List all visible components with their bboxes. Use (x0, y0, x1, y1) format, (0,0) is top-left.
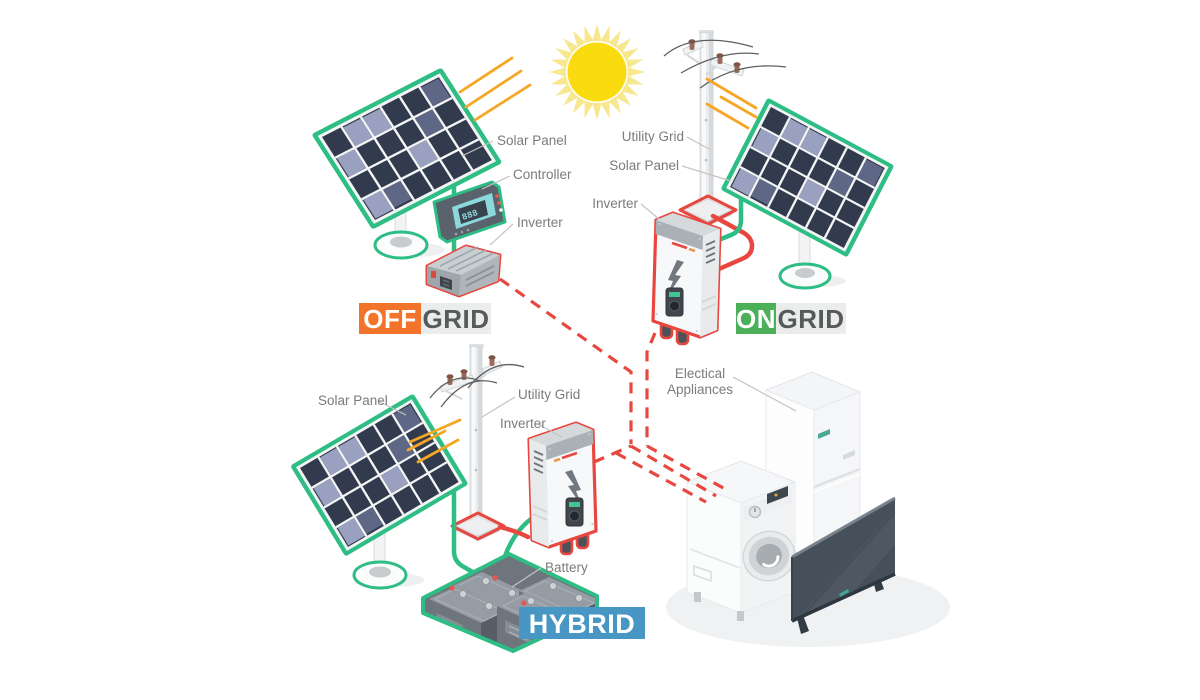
offgrid-badge-right-text: GRID (423, 304, 490, 334)
electrical-appliances (685, 371, 896, 634)
offgrid-controller-label: Controller (513, 167, 572, 182)
hybrid-pole-base (450, 511, 506, 541)
ongrid-inverter (651, 211, 722, 346)
hybrid-badge: HYBRID (519, 607, 645, 639)
ongrid-utility-grid-label: Utility Grid (622, 129, 684, 144)
ongrid-inverter-label: Inverter (592, 196, 638, 211)
offgrid-inverter (425, 244, 502, 298)
ongrid-sun-rays (705, 77, 758, 130)
ongrid-panel-stand (778, 225, 832, 290)
appliances-label-line1: Electical (675, 366, 725, 381)
appliances-label-line2: Appliances (667, 382, 733, 397)
offgrid-sun-rays (458, 56, 532, 122)
controller-display: 888 (461, 208, 480, 223)
washing-machine-icon (685, 460, 797, 621)
ongrid-badge-right-text: GRID (778, 304, 845, 334)
hybrid-battery-label: Battery (545, 560, 588, 575)
ongrid-badge-left-text: ON (736, 304, 776, 334)
hybrid-panel-wire (451, 484, 479, 577)
hybrid-badge-text: HYBRID (529, 609, 636, 639)
offgrid-badge-left-box (359, 303, 421, 334)
hybrid-inverter (527, 421, 598, 556)
hybrid-panel-stand (352, 523, 408, 590)
power-flow-dashed-lines (499, 277, 728, 504)
ongrid-solar-panel-label: Solar Panel (609, 158, 679, 173)
offgrid-inverter-label: Inverter (517, 215, 563, 230)
sun-icon (549, 24, 645, 120)
hybrid-grid-wire (497, 524, 531, 540)
refrigerator-icon (764, 371, 862, 562)
offgrid-controller: 888 (432, 180, 507, 244)
ongrid-badge-left-box (736, 303, 776, 334)
ongrid-grid-wire (710, 213, 755, 272)
ongrid-system (651, 30, 896, 346)
tv-icon (791, 496, 896, 634)
offgrid-badge-left-text: OFF (363, 304, 417, 334)
offgrid-badge-right-box (421, 303, 491, 334)
hybrid-solar-panel-label: Solar Panel (318, 393, 388, 408)
offgrid-system: 888 (310, 56, 532, 298)
hybrid-badge-box (519, 607, 645, 639)
offgrid-panel-stand (373, 195, 429, 260)
hybrid-utility-pole (429, 344, 525, 541)
offgrid-solar-panel-label: Solar Panel (497, 133, 567, 148)
component-labels: Solar Panel Controller Inverter Utility … (318, 129, 797, 588)
hybrid-inverter-label: Inverter (500, 416, 546, 431)
hybrid-utility-grid-label: Utility Grid (518, 387, 580, 402)
offgrid-badge: OFF GRID (359, 303, 491, 334)
hybrid-battery-wire (502, 516, 534, 559)
hybrid-sun-rays (406, 418, 462, 464)
ongrid-badge-right-box (776, 303, 846, 334)
ongrid-badge: ON GRID (736, 303, 846, 334)
